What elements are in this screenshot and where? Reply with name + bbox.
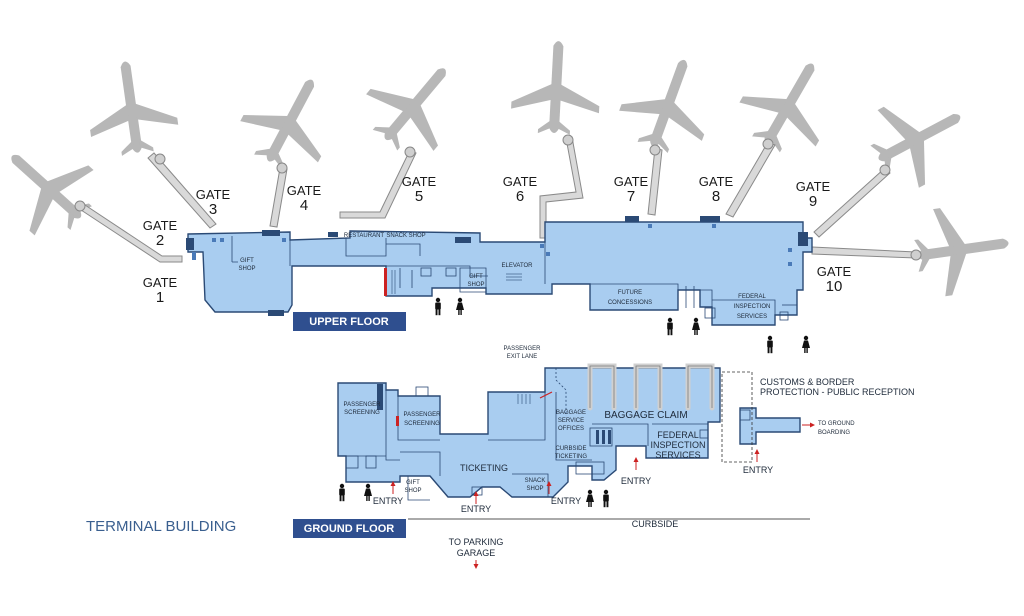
gate-9-number: 9 xyxy=(809,193,817,210)
baggage-service-offices-label: OFFICES xyxy=(558,426,584,432)
upper-floor-labels: GIFT SHOP RESTAURANT SNACK SHOP GIFT SHO… xyxy=(238,233,770,320)
federal-inspection-label: SERVICES xyxy=(655,450,700,460)
passenger-screening-label: PASSENGER xyxy=(404,412,442,418)
restroom-men-icon xyxy=(667,317,673,336)
gift-shop-label: SHOP xyxy=(467,282,484,288)
gate-word: GATE xyxy=(796,179,831,194)
gate-6-number: 6 xyxy=(516,188,524,205)
gate-1-number: 1 xyxy=(156,289,164,306)
customs-label: CUSTOMS & BORDER xyxy=(760,377,855,387)
ground-floor-labels: PASSENGER EXIT LANE PASSENGER SCREENING … xyxy=(344,346,915,558)
gate-word: GATE xyxy=(287,183,322,198)
gate-2-number: 2 xyxy=(156,232,164,249)
airplane-icon xyxy=(351,40,479,169)
restroom-men-icon xyxy=(767,335,773,354)
airplane-icon xyxy=(509,38,603,137)
baggage-claim-label: BAGGAGE CLAIM xyxy=(604,410,687,421)
upper-floor-title: UPPER FLOOR xyxy=(309,316,389,328)
customs-label: PROTECTION - PUBLIC RECEPTION xyxy=(760,387,915,397)
ground-floor-badge: GROUND FLOOR xyxy=(293,519,406,538)
gate-10-number: 10 xyxy=(826,278,843,295)
ground-floor-title: GROUND FLOOR xyxy=(304,523,394,535)
airplane-icon xyxy=(727,41,851,167)
snack-shop-label: SHOP xyxy=(526,486,543,492)
gate-word: GATE xyxy=(143,275,178,290)
gate-word: GATE xyxy=(503,174,538,189)
gate-3-number: 3 xyxy=(209,201,217,218)
restroom-men-icon xyxy=(435,297,441,316)
snack-shop-label: SNACK SHOP xyxy=(386,233,425,239)
passenger-screening-label: PASSENGER xyxy=(344,402,382,408)
gift-shop-label: GIFT xyxy=(469,274,483,280)
airplane-icon xyxy=(229,59,351,183)
restroom-men-icon xyxy=(339,483,345,502)
airplane-icon xyxy=(611,45,726,163)
jet-bridges xyxy=(74,134,922,263)
restroom-women-icon xyxy=(364,483,372,501)
ground-floor-plan xyxy=(337,363,801,501)
gate-labels: GATE 1 GATE 2 GATE 3 GATE 4 GATE 5 GATE … xyxy=(143,174,852,306)
federal-inspection-label: FEDERAL xyxy=(657,430,699,440)
passenger-exit-lane-label: EXIT LANE xyxy=(507,354,538,360)
curbside-ticketing-label: CURBSIDE xyxy=(555,446,586,452)
gift-shop-label: SHOP xyxy=(404,488,421,494)
terminal-building-title: TERMINAL BUILDING xyxy=(86,518,236,535)
federal-inspection-label: INSPECTION xyxy=(734,304,771,310)
to-ground-boarding-label: BOARDING xyxy=(818,430,850,436)
gate-5-number: 5 xyxy=(415,188,423,205)
upper-floor-plan xyxy=(186,216,813,326)
gate-8-number: 8 xyxy=(712,188,720,205)
airplane-icon xyxy=(910,199,1015,300)
entry-label: ENTRY xyxy=(551,496,581,506)
gate-word: GATE xyxy=(196,187,231,202)
gate-word: GATE xyxy=(614,174,649,189)
upper-floor-badge: UPPER FLOOR xyxy=(293,312,406,331)
restroom-women-icon xyxy=(802,335,810,353)
gate-word: GATE xyxy=(817,264,852,279)
gift-shop-label: GIFT xyxy=(240,258,254,264)
entry-label: ENTRY xyxy=(621,476,651,486)
to-parking-garage-label: TO PARKING xyxy=(449,537,504,547)
gift-shop-label: GIFT xyxy=(406,480,420,486)
gate-word: GATE xyxy=(402,174,437,189)
elevator-label: ELEVATOR xyxy=(501,263,533,269)
passenger-screening-label: SCREENING xyxy=(404,421,440,427)
to-parking-garage-label: GARAGE xyxy=(457,548,496,558)
curbside-label: CURBSIDE xyxy=(632,519,679,529)
airplane-icon xyxy=(81,55,182,160)
restroom-women-icon xyxy=(586,489,594,507)
federal-inspection-label: SERVICES xyxy=(737,314,767,320)
restroom-women-icon xyxy=(456,297,464,315)
entry-label: ENTRY xyxy=(743,465,773,475)
airplane-icon xyxy=(0,123,111,251)
curbside-ticketing-label: TICKETING xyxy=(555,454,587,460)
gate-4-number: 4 xyxy=(300,197,308,214)
passenger-screening-label: SCREENING xyxy=(344,410,380,416)
federal-inspection-label: FEDERAL xyxy=(738,294,766,300)
snack-shop-label: SNACK xyxy=(525,478,546,484)
gate-7-number: 7 xyxy=(627,188,635,205)
gift-shop-label: SHOP xyxy=(238,266,255,272)
baggage-service-offices-label: SERVICE xyxy=(558,418,584,424)
entry-label: ENTRY xyxy=(373,496,403,506)
federal-inspection-label: INSPECTION xyxy=(650,440,705,450)
gate-word: GATE xyxy=(143,218,178,233)
future-concessions-label: CONCESSIONS xyxy=(608,300,652,306)
future-concessions-label: FUTURE xyxy=(618,290,642,296)
entry-label: ENTRY xyxy=(461,504,491,514)
to-ground-boarding-label: TO GROUND xyxy=(818,421,855,427)
passenger-exit-lane-label: PASSENGER xyxy=(504,346,542,352)
restroom-women-icon xyxy=(692,317,700,335)
entry-arrows xyxy=(390,422,815,569)
ticketing-label: TICKETING xyxy=(460,463,508,473)
restroom-men-icon xyxy=(603,489,609,508)
baggage-service-offices-label: BAGGAGE xyxy=(556,410,586,416)
gate-word: GATE xyxy=(699,174,734,189)
restaurant-label: RESTAURANT xyxy=(344,233,385,239)
